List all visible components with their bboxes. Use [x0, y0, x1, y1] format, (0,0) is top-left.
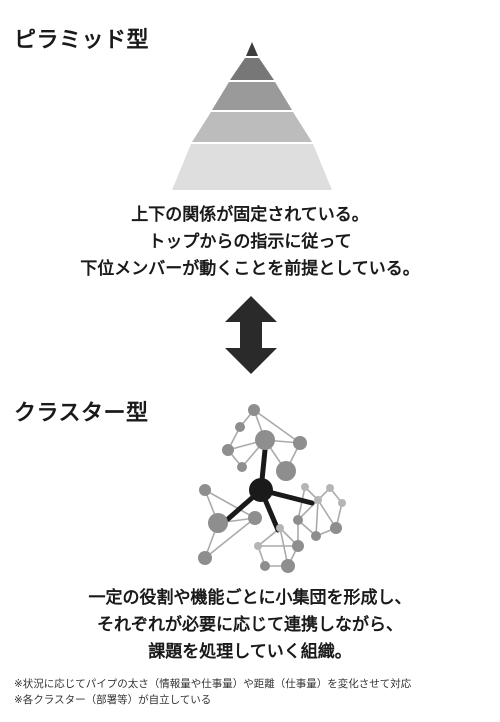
network-node — [222, 444, 234, 456]
network-node — [330, 522, 342, 534]
cluster-description-line: 課題を処理していく組織。 — [148, 642, 352, 662]
network-node — [248, 404, 260, 416]
network-node — [255, 430, 275, 450]
footnote: ※状況に応じてパイプの太さ（情報量や仕事量）や距離（仕事量）を変化させて対応 — [14, 678, 412, 690]
footnotes: ※状況に応じてパイプの太さ（情報量や仕事量）や距離（仕事量）を変化させて対応 ※… — [14, 676, 411, 708]
network-node — [248, 511, 262, 525]
network-node — [338, 499, 346, 507]
network-node — [281, 559, 295, 573]
pyramid-description-line: トップからの指示に従って — [148, 232, 352, 252]
network-node — [292, 540, 304, 552]
network-nodes — [198, 404, 346, 573]
pyramid-diagram — [172, 42, 332, 190]
double-arrow-shape — [225, 296, 277, 374]
cluster-description: 一定の役割や機能ごとに小集団を形成し、 それぞれが必要に応じて連携しながら、 課… — [0, 585, 500, 666]
pyramid-description: 上下の関係が固定されている。 トップからの指示に従って 下位メンバーが動くことを… — [0, 202, 500, 283]
pyramid-tier-5 — [172, 144, 332, 190]
pyramid-description-line: 上下の関係が固定されている。 — [131, 205, 369, 225]
network-node — [235, 422, 245, 432]
network-node — [198, 551, 212, 565]
cluster-description-line: 一定の役割や機能ごとに小集団を形成し、 — [88, 588, 412, 608]
cluster-type-heading: クラスター型 — [14, 401, 149, 426]
cluster-description-line: それぞれが必要に応じて連携しながら、 — [97, 615, 403, 635]
network-node — [301, 483, 309, 491]
network-node — [254, 542, 262, 550]
network-node — [314, 496, 322, 504]
network-node — [199, 484, 211, 496]
network-node — [260, 561, 270, 571]
network-node — [276, 461, 296, 481]
pyramid-tier-2 — [230, 58, 274, 80]
network-node — [276, 524, 284, 532]
pyramid-tier-1 — [246, 42, 258, 56]
network-node — [293, 436, 307, 450]
footnote: ※各クラスター（部署等）が自立している — [14, 694, 212, 706]
network-node — [208, 513, 228, 533]
pyramid-tier-4 — [192, 112, 312, 142]
network-node — [311, 531, 321, 541]
double-arrow-icon — [225, 296, 277, 374]
network-node — [237, 462, 247, 472]
pyramid-tier-3 — [212, 82, 292, 110]
network-node — [326, 484, 334, 492]
network-node — [293, 515, 303, 525]
pyramid-type-heading: ピラミッド型 — [14, 28, 150, 53]
network-links — [204, 409, 343, 567]
core-node — [249, 478, 273, 502]
cluster-network-diagram — [198, 404, 346, 573]
pyramid-description-line: 下位メンバーが動くことを前提としている。 — [80, 259, 420, 279]
